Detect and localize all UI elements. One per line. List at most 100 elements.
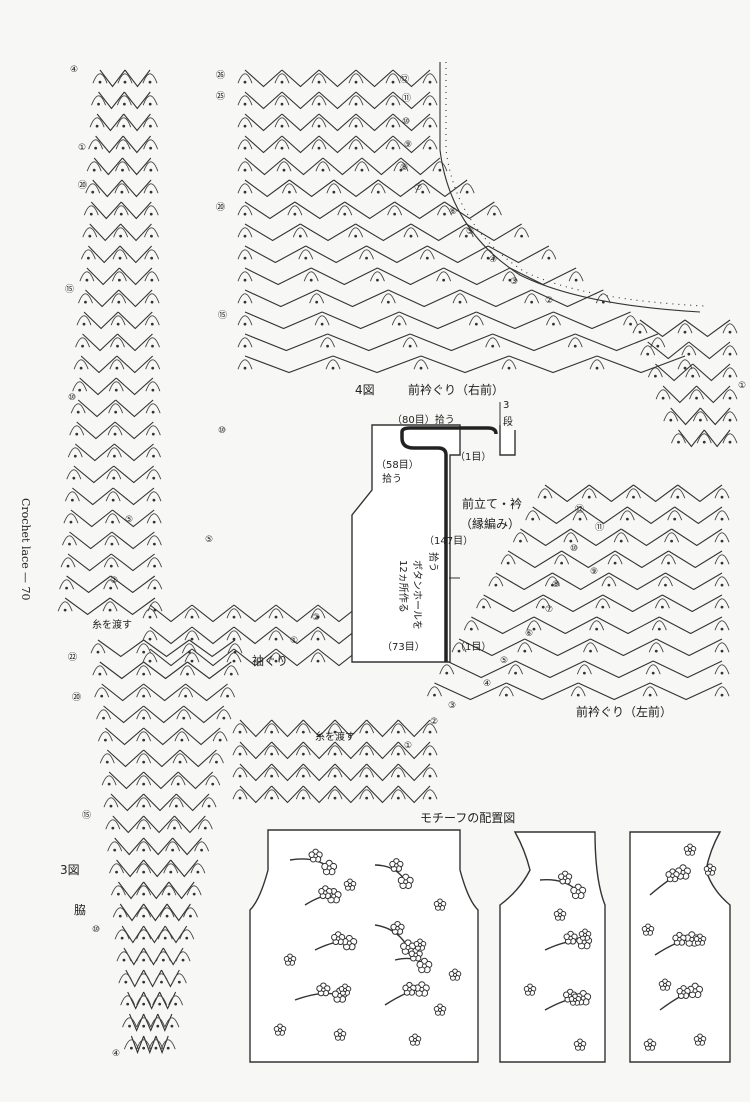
stitch-dot	[142, 848, 146, 852]
chevron-row	[106, 749, 217, 768]
fan-stitch	[201, 797, 217, 808]
row-marker-label: ⑦	[414, 183, 422, 193]
chevron-row	[66, 575, 156, 594]
fan-stitch	[90, 643, 106, 654]
chevron-row	[244, 245, 550, 264]
stitch-dot	[118, 256, 122, 260]
fan-stitch	[432, 161, 448, 172]
chevron-row	[105, 727, 221, 746]
stitch-dot	[587, 495, 591, 499]
stitch-dot	[720, 649, 724, 653]
chevron-row	[239, 719, 431, 738]
fan-stitch	[623, 315, 638, 326]
stitch-dot	[121, 146, 125, 150]
chevron-row	[90, 201, 152, 220]
chevron-row	[99, 661, 232, 680]
row-marker-label: ⑥	[449, 207, 457, 217]
stitch-dot	[142, 760, 146, 764]
stitch-dot	[304, 256, 308, 260]
lower-side-strip-chart	[90, 639, 243, 1055]
stitch-dot	[728, 330, 732, 334]
fan-stitch	[468, 315, 484, 326]
fan-stitch	[122, 1017, 137, 1028]
fan-stitch	[274, 117, 290, 128]
fan-stitch	[677, 359, 693, 370]
fan-stitch	[144, 271, 160, 282]
fan-stitch	[607, 554, 623, 565]
stitch-dot	[120, 936, 124, 940]
stitch-dot	[270, 774, 274, 778]
fan-stitch	[106, 447, 122, 458]
stitch-dot	[438, 168, 442, 172]
stitch-dot	[720, 561, 724, 565]
fig4-pick-side-count: （58目）	[376, 459, 419, 471]
stitch-dot	[176, 782, 180, 786]
fan-stitch	[309, 293, 325, 304]
fan-stitch	[94, 687, 110, 698]
fan-stitch	[422, 745, 438, 756]
fan-stitch	[186, 885, 202, 896]
stitch-dot	[408, 344, 412, 348]
right-neckline-chart	[632, 319, 738, 448]
fan-stitch	[348, 227, 364, 238]
fan-stitch	[459, 183, 475, 194]
fan-stitch	[310, 652, 326, 663]
row-marker-label: ⑦	[545, 605, 553, 615]
fan-stitch	[111, 271, 127, 282]
chevron-row	[239, 785, 431, 804]
stitch-dot	[94, 146, 98, 150]
fig4-pick-front-word: 拾う	[427, 552, 440, 572]
flower-center	[575, 889, 581, 895]
stitch-dot	[102, 716, 105, 720]
fan-stitch	[60, 557, 76, 568]
stitch-dot	[128, 1024, 131, 1028]
fan-stitch	[359, 249, 374, 260]
chevron-row	[244, 135, 431, 154]
fan-stitch	[681, 345, 697, 356]
fan-stitch	[197, 819, 213, 830]
stitch-dot	[182, 716, 186, 720]
stitch-dot	[399, 168, 403, 172]
stitch-dot	[720, 583, 724, 587]
stitch-dot	[360, 168, 364, 172]
fan-stitch	[175, 951, 191, 962]
fig4-st1-bottom: （1目）	[455, 641, 491, 653]
fan-stitch	[78, 293, 93, 304]
stitch-dot	[560, 561, 564, 565]
stitch-dot	[122, 124, 126, 128]
fan-stitch	[554, 554, 570, 565]
fan-stitch	[142, 652, 158, 663]
fan-stitch	[264, 767, 280, 778]
fan-stitch	[136, 841, 152, 852]
fig4-pick-top: （80目）拾う	[392, 413, 455, 426]
stitch-dot	[148, 102, 152, 106]
stitch-dot	[108, 608, 112, 612]
stitch-dot	[428, 752, 432, 756]
fan-stitch	[115, 161, 130, 172]
chevron-row	[76, 421, 154, 440]
fan-stitch	[664, 532, 680, 543]
fan-stitch	[136, 643, 152, 654]
stitch-dot	[582, 671, 586, 675]
stitch-dot	[421, 190, 425, 194]
stitch-dot	[142, 804, 146, 808]
fan-stitch	[502, 271, 518, 282]
stitch-dot	[142, 1046, 146, 1050]
stitch-dot	[119, 234, 123, 238]
row-marker-label: ⑩	[218, 426, 226, 436]
stitch-dot	[661, 605, 664, 609]
fan-stitch	[692, 411, 708, 422]
stitch-dot	[166, 1046, 170, 1050]
stitch-dot	[316, 659, 320, 663]
chevron-row	[532, 506, 723, 525]
chevron-row	[123, 947, 184, 966]
stitch-dot	[274, 615, 278, 619]
stitch-dot	[376, 190, 380, 194]
fan-stitch	[114, 929, 130, 940]
stitch-dot	[320, 322, 324, 326]
fan-stitch	[642, 686, 658, 697]
chevron-row	[119, 903, 191, 922]
fig4-band-title: 前立て・衿	[462, 496, 522, 511]
chevron-row	[96, 113, 151, 132]
stitch-dot	[301, 730, 305, 734]
